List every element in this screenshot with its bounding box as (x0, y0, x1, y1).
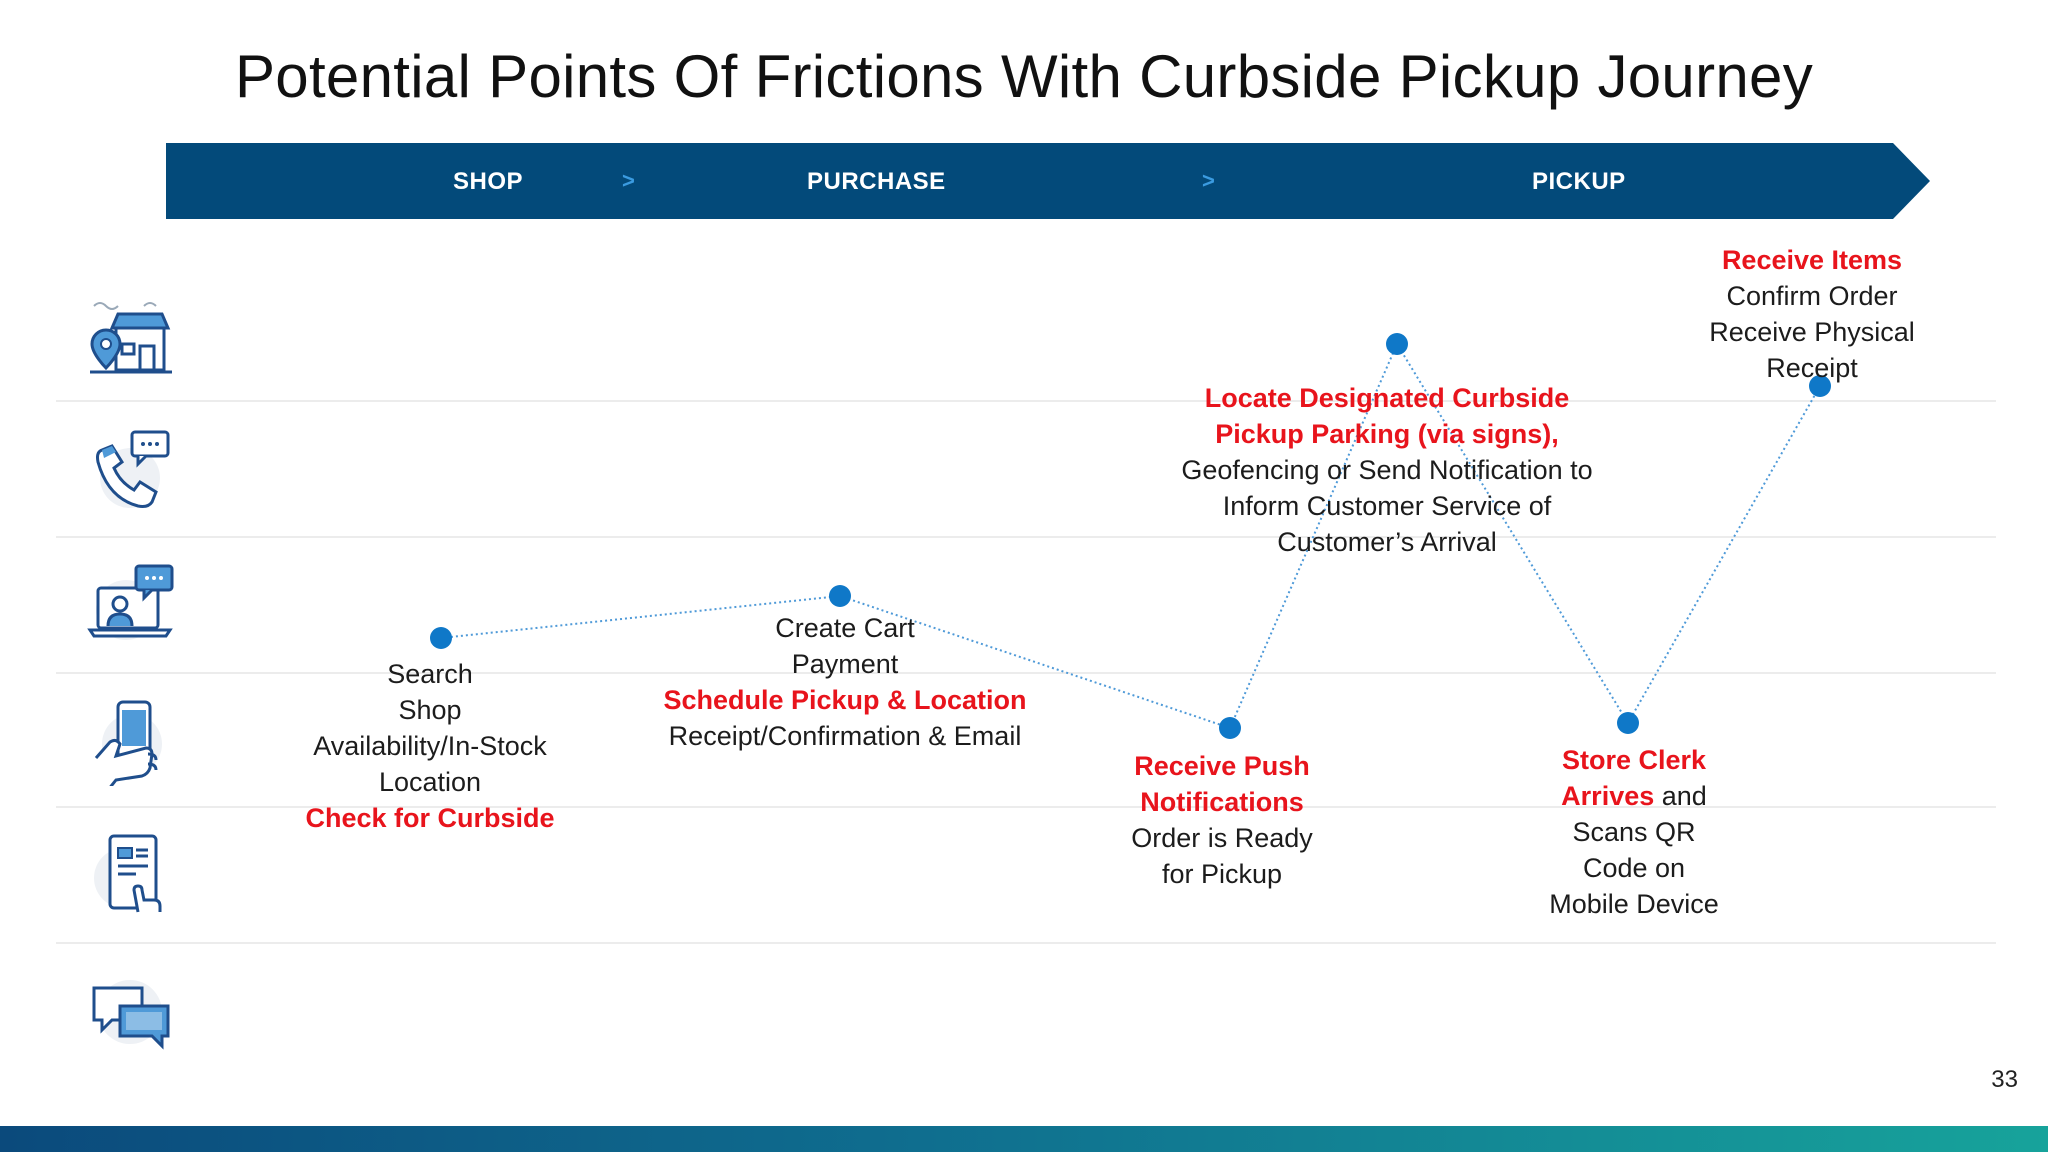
step-line: Create Cart (775, 613, 915, 643)
stage-separator: > (622, 168, 635, 193)
step-line: Receipt/Confirmation & Email (668, 721, 1022, 751)
page-number: 33 (1991, 1066, 2018, 1093)
step-line: Confirm Order (1726, 281, 1898, 311)
step-line: Receive Push (1134, 751, 1310, 781)
step-line: Availability/In-Stock (313, 731, 547, 761)
mobile-hand-icon (94, 700, 162, 786)
step-line: Check for Curbside (305, 803, 555, 833)
step-line: Arrives and (1561, 781, 1707, 811)
row-divider (56, 400, 1996, 402)
journey-dot-4 (1386, 333, 1408, 355)
journey-dot-3 (1219, 717, 1241, 739)
phone-chat-icon (96, 430, 170, 508)
step-line: Mobile Device (1549, 889, 1719, 919)
chat-bubbles-icon (92, 980, 170, 1050)
step-line: Geofencing or Send Notification to (1181, 455, 1593, 485)
row-divider (56, 806, 1996, 808)
stage-purchase: PURCHASE (807, 168, 946, 195)
journey-stage-banner (166, 143, 1930, 219)
journey-dot-1 (430, 627, 452, 649)
row-divider (56, 942, 1996, 944)
tablet-touch-icon (94, 834, 162, 913)
step-line: Customer’s Arrival (1277, 527, 1497, 557)
step-line: Shop (398, 695, 462, 725)
row-divider (56, 536, 1996, 538)
stage-pickup: PICKUP (1532, 168, 1626, 195)
step-line: Store Clerk (1561, 745, 1707, 775)
step-line: Notifications (1140, 787, 1304, 817)
step-line: Code on (1582, 853, 1686, 883)
step-line: Schedule Pickup & Location (663, 685, 1027, 715)
journey-dot-2 (829, 585, 851, 607)
step-line: Inform Customer Service of (1222, 491, 1552, 521)
step-line: Locate Designated Curbside (1204, 383, 1570, 413)
journey-dot-5 (1617, 712, 1639, 734)
stage-shop: SHOP (453, 168, 524, 195)
step-line: Receive Items (1721, 245, 1903, 275)
slide-title: Potential Points Of Frictions With Curbs… (234, 43, 1814, 110)
row-divider (56, 672, 1996, 674)
store-location-icon (90, 302, 172, 374)
step-line: Scans QR (1572, 817, 1696, 847)
step-line: Location (378, 767, 482, 797)
step-line: Pickup Parking (via signs), (1215, 419, 1559, 449)
step-line: Receipt (1766, 353, 1858, 383)
laptop-chat-icon (87, 564, 174, 640)
step-line: Search (387, 659, 473, 689)
step-line: Receive Physical (1709, 317, 1915, 347)
journey-dot-6 (1809, 375, 1831, 397)
step-line: Order is Ready (1131, 823, 1313, 853)
footer-gradient-bar (0, 1126, 2048, 1152)
stage-separator: > (1202, 168, 1215, 193)
step-line: for Pickup (1161, 859, 1283, 889)
step-line: Payment (791, 649, 899, 679)
